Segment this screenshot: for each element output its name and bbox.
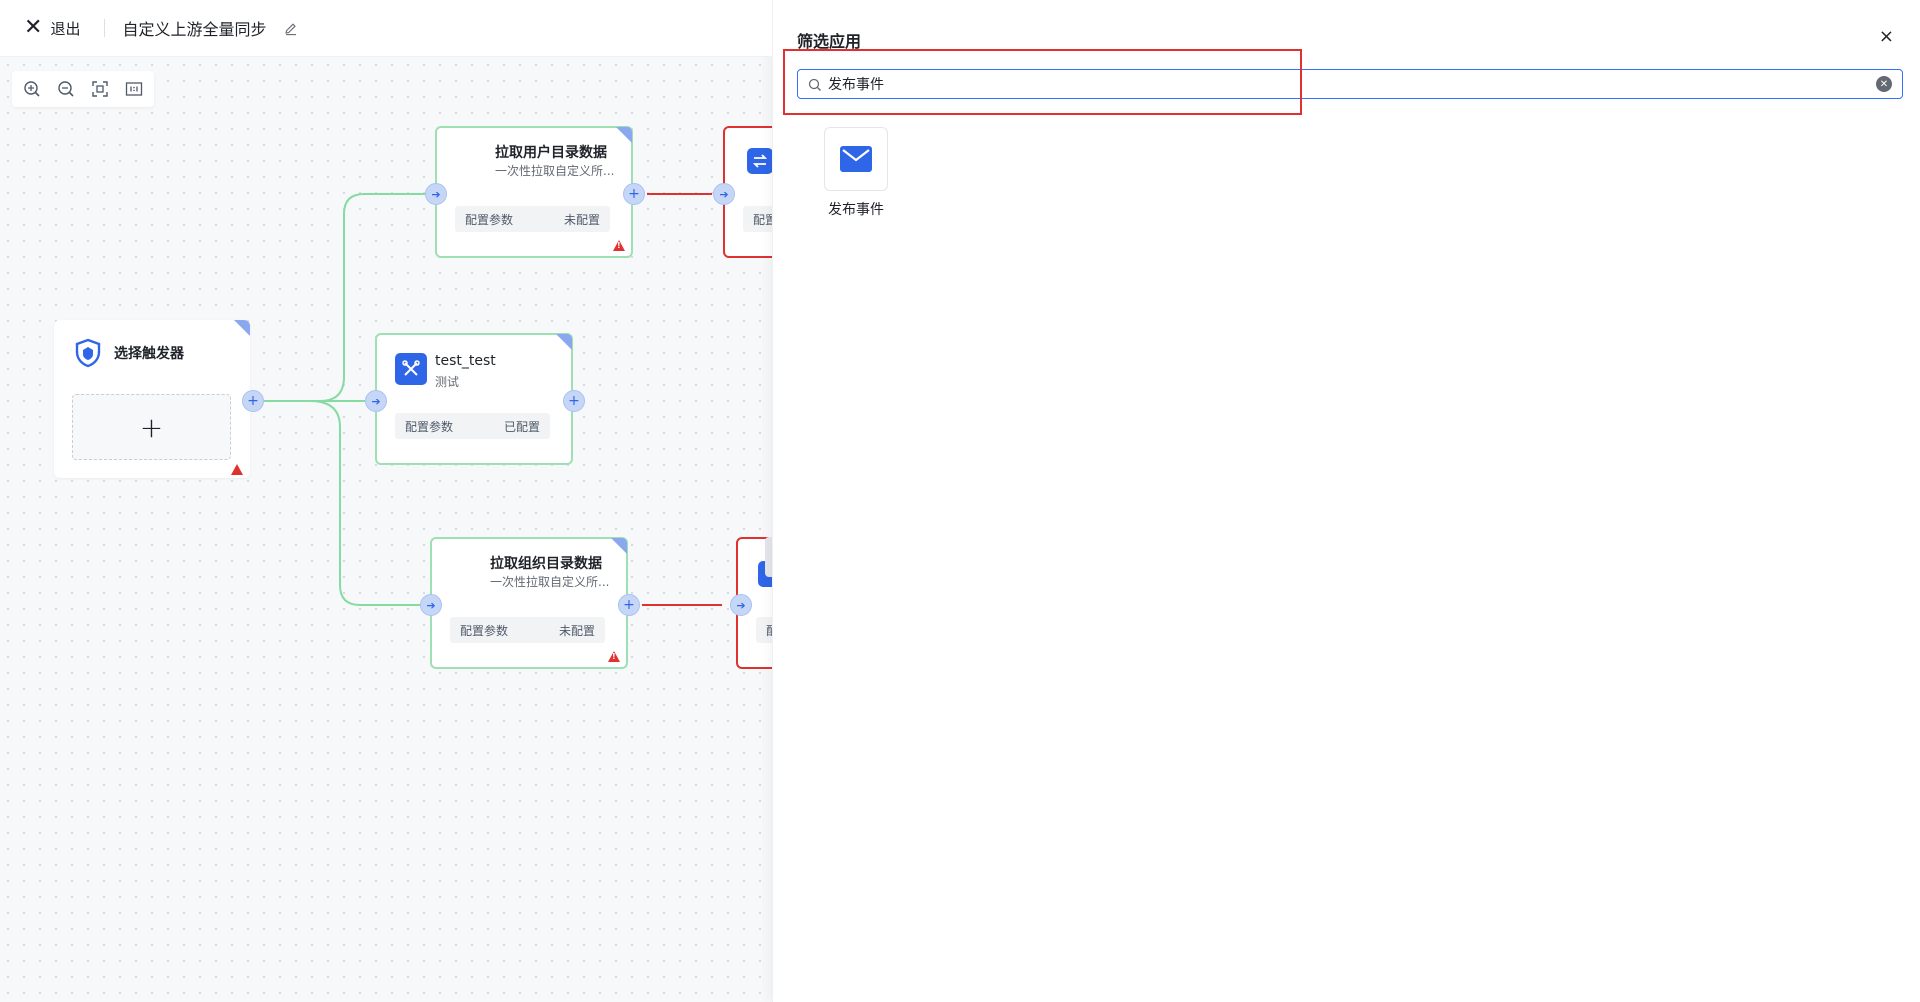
node-output-port[interactable]: + [623, 183, 645, 205]
config-params-label: 配置参数 [405, 419, 454, 434]
drawer-title: 筛选应用 [797, 32, 862, 51]
zoom-in-icon[interactable] [20, 77, 44, 101]
transfer-icon [747, 148, 772, 174]
header-divider [104, 19, 106, 37]
config-params-label: 配置 [753, 212, 772, 227]
node-corner-tag [611, 538, 627, 554]
config-params-label: 配 [766, 622, 772, 639]
node-input-port[interactable]: ➔ [420, 594, 442, 616]
trigger-node[interactable]: 选择触发器 + [54, 320, 250, 478]
close-icon: ✕ [24, 15, 43, 40]
result-label: 发布事件 [828, 202, 884, 218]
zoom-toolbar [12, 71, 154, 107]
flow-title: 自定义上游全量同步 [122, 20, 267, 39]
shield-icon [74, 338, 102, 372]
node-subtitle: 一次性拉取自定义所... [490, 575, 610, 589]
node-input-port[interactable]: ➔ [713, 183, 735, 205]
exit-button[interactable]: ✕ 退出 [24, 17, 80, 39]
node-input-port[interactable]: ➔ [365, 390, 387, 412]
config-params-row[interactable]: 配置参数 未配置 [450, 617, 605, 643]
node-pull-orgs[interactable]: 拉取组织目录数据 一次性拉取自定义所... 配置参数 未配置 [430, 537, 628, 669]
node-input-port[interactable]: ➔ [730, 594, 752, 616]
node-title: test_test [435, 353, 496, 369]
fit-view-icon[interactable] [88, 77, 112, 101]
config-params-row[interactable]: 配置参数 未配置 [455, 206, 610, 232]
node-title: 拉取用户目录数据 [495, 145, 607, 161]
trigger-output-port[interactable]: + [242, 390, 264, 412]
search-icon [808, 77, 822, 91]
result-item-publish-event[interactable]: 发布事件 [816, 127, 896, 219]
config-params-label: 配置参数 [465, 212, 514, 227]
node-corner-tag [556, 334, 572, 350]
add-trigger-button[interactable]: + [72, 394, 231, 460]
node-output-port[interactable]: + [563, 390, 585, 412]
edit-icon[interactable] [284, 21, 298, 36]
config-params-label: 配置参数 [460, 623, 509, 638]
config-status: 已配置 [503, 419, 540, 434]
tools-icon [395, 353, 427, 385]
collapse-handle[interactable] [765, 537, 772, 577]
node-subtitle: 测试 [435, 375, 460, 389]
close-icon[interactable]: × [1878, 26, 1894, 47]
flow-edges [264, 193, 722, 606]
flow-canvas[interactable]: 选择触发器 + + 拉取用户目录数据 一次性拉取自定义所... 配置参数 未配置… [0, 57, 772, 1002]
config-params-row[interactable]: 配置参数 已配置 [395, 413, 550, 439]
config-status: 未配置 [558, 623, 595, 638]
filter-app-drawer: 筛选应用 × ✕ 发布事件 [772, 0, 1920, 1002]
config-params-row[interactable]: 配 [756, 617, 772, 643]
node-title: 拉取组织目录数据 [490, 556, 602, 572]
exit-label: 退出 [50, 19, 81, 38]
trigger-label: 选择触发器 [114, 346, 184, 362]
node-output-port[interactable]: + [618, 594, 640, 616]
envelope-icon [840, 146, 872, 172]
node-input-port[interactable]: ➔ [425, 183, 447, 205]
config-params-row[interactable]: 配置 [743, 206, 772, 232]
warning-icon [231, 464, 243, 475]
clear-icon[interactable]: ✕ [1876, 76, 1892, 92]
search-box: ✕ [797, 69, 1903, 99]
node-test[interactable]: test_test 测试 配置参数 已配置 [375, 333, 573, 465]
actual-size-icon[interactable] [122, 77, 146, 101]
node-corner-tag [234, 320, 250, 336]
node-subtitle: 一次性拉取自定义所... [495, 164, 615, 178]
config-status: 未配置 [563, 212, 600, 227]
top-header: ✕ 退出 自定义上游全量同步 [0, 0, 772, 57]
warning-icon [613, 240, 625, 251]
warning-icon [608, 651, 620, 662]
node-pull-users[interactable]: 拉取用户目录数据 一次性拉取自定义所... 配置参数 未配置 [435, 126, 633, 258]
result-tile [824, 127, 888, 191]
node-corner-tag [616, 127, 632, 143]
search-input[interactable] [828, 76, 1876, 92]
zoom-out-icon[interactable] [54, 77, 78, 101]
